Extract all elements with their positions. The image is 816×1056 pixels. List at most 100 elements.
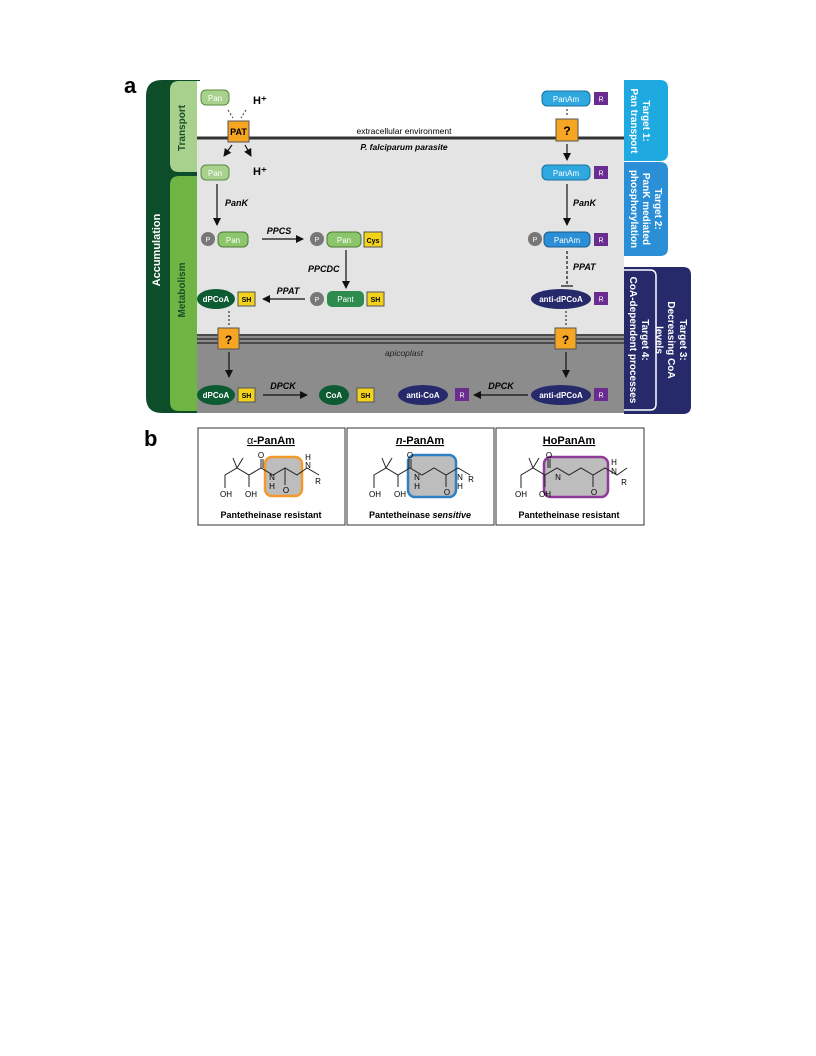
panel-b-letter: b [144, 426, 157, 451]
svg-text:O: O [591, 488, 597, 497]
svg-text:Pan: Pan [226, 236, 240, 245]
dpck-label-left: DPCK [270, 381, 297, 391]
compound-box-n-panam: n-PanAm OH OH O N H O N H R Pantetheinas… [346, 427, 495, 526]
svg-text:Pan: Pan [208, 94, 222, 103]
n-panam-caption: Pantetheinase sensitive [369, 510, 471, 520]
compound-box-alpha-panam: α-PanAm OH OH O N H O N H R Pantetheinas… [197, 427, 346, 526]
metabolism-bar: Metabolism [170, 176, 197, 411]
alpha-panam-title: α-PanAm [247, 435, 295, 447]
metabolism-label: Metabolism [177, 262, 188, 317]
compound-box-hopanam: HoPanAm OH OH O N O N H R Pantetheinase … [495, 427, 645, 526]
panam-extracellular: PanAm R [541, 90, 608, 107]
target-3-bar: Target 3: Decreasing CoA levels [624, 267, 691, 414]
svg-text:H: H [611, 458, 617, 467]
panam-intracellular: PanAm R [541, 164, 608, 181]
target-3-desc-1: Decreasing CoA [665, 301, 676, 378]
alpha-highlight [263, 455, 304, 498]
svg-text:?: ? [562, 333, 569, 347]
panam-transporter: ? [555, 118, 579, 142]
svg-text:N: N [457, 473, 463, 482]
svg-text:CoA: CoA [326, 391, 343, 400]
target-2-desc-2: phosphorylation [628, 170, 639, 248]
ppat-label-left: PPAT [277, 286, 301, 296]
svg-text:O: O [546, 451, 552, 460]
svg-text:H: H [305, 453, 311, 462]
anti-dpcoa-cytosol: anti-dPCoA R [531, 289, 608, 309]
svg-text:Pan: Pan [337, 236, 351, 245]
anti-dpcoa-apicoplast: anti-dPCoA R [531, 385, 608, 405]
extracellular-label: extracellular environment [357, 126, 453, 136]
ppcdc-label: PPCDC [308, 264, 340, 274]
transport-label: Transport [177, 104, 188, 151]
apicoplast-label: apicoplast [385, 348, 424, 358]
target-2-desc-1: PanK mediated [640, 173, 651, 245]
n-highlight [406, 453, 458, 499]
svg-text:R: R [598, 393, 603, 400]
target-3-title: Target 3: [677, 319, 688, 361]
svg-text:P: P [315, 297, 320, 304]
svg-text:dPCoA: dPCoA [203, 391, 230, 400]
h-plus-inside: H⁺ [253, 166, 267, 178]
svg-text:N: N [414, 473, 420, 482]
svg-text:SH: SH [371, 297, 381, 304]
svg-text:?: ? [225, 333, 232, 347]
svg-text:R: R [621, 478, 627, 487]
apicoplast-transporter-left: ? [217, 327, 240, 350]
svg-text:OH: OH [369, 490, 381, 499]
svg-text:OH: OH [220, 490, 232, 499]
svg-text:O: O [407, 451, 413, 460]
ppcs-label: PPCS [267, 226, 292, 236]
svg-text:O: O [283, 486, 289, 495]
svg-text:R: R [315, 477, 321, 486]
pan-intracellular: Pan [200, 164, 230, 181]
svg-text:OH: OH [515, 490, 527, 499]
pank-label-right: PanK [573, 198, 598, 208]
svg-text:P: P [315, 237, 320, 244]
phosphopantothenoylcysteine: P Pan Cys [310, 231, 383, 248]
transport-bar: Transport [170, 81, 197, 172]
svg-text:O: O [444, 488, 450, 497]
svg-text:O: O [258, 451, 264, 460]
svg-text:R: R [598, 97, 603, 104]
svg-text:N: N [305, 461, 311, 470]
svg-text:?: ? [563, 124, 570, 138]
svg-text:PanAm: PanAm [553, 169, 580, 178]
hopanam-title: HoPanAm [543, 435, 596, 447]
svg-text:H: H [414, 482, 420, 491]
svg-text:PanAm: PanAm [553, 95, 580, 104]
target-1-bar: Target 1: Pan transport [624, 80, 668, 161]
alpha-panam-caption: Pantetheinase resistant [220, 510, 321, 520]
svg-text:P: P [206, 237, 211, 244]
svg-text:anti-CoA: anti-CoA [406, 391, 440, 400]
svg-text:SH: SH [242, 393, 252, 400]
accumulation-label: Accumulation [151, 213, 163, 286]
svg-text:OH: OH [245, 490, 257, 499]
h-plus-outside: H⁺ [253, 95, 267, 107]
svg-text:Pan: Pan [208, 169, 222, 178]
target-2-bar: Target 2: PanK mediated phosphorylation [624, 162, 668, 256]
svg-text:PanAm: PanAm [554, 236, 581, 245]
svg-text:N: N [555, 473, 561, 482]
svg-text:anti-dPCoA: anti-dPCoA [539, 295, 583, 304]
ho-highlight [542, 455, 610, 499]
n-panam-title: n-PanAm [396, 435, 445, 447]
target-4-title: Target 4: [639, 319, 650, 361]
target-2-title: Target 2: [652, 188, 663, 230]
svg-text:SH: SH [242, 297, 252, 304]
svg-text:R: R [598, 171, 603, 178]
ppat-label-right: PPAT [573, 262, 597, 272]
svg-text:SH: SH [361, 393, 371, 400]
target-4-box: Target 4: CoA-dependent processes [624, 269, 657, 411]
coa: CoA SH [319, 385, 375, 405]
dpcoa-apicoplast: dPCoA SH [197, 385, 256, 405]
svg-text:PAT: PAT [230, 127, 247, 137]
svg-text:R: R [459, 393, 464, 400]
target-4-desc: CoA-dependent processes [627, 277, 638, 404]
svg-text:OH: OH [394, 490, 406, 499]
apicoplast-transporter-right: ? [554, 327, 577, 350]
svg-text:N: N [611, 467, 617, 476]
pat-transporter: PAT [223, 109, 252, 157]
phosphopantetheine: P Pant SH [310, 291, 385, 307]
svg-text:R: R [468, 475, 474, 484]
